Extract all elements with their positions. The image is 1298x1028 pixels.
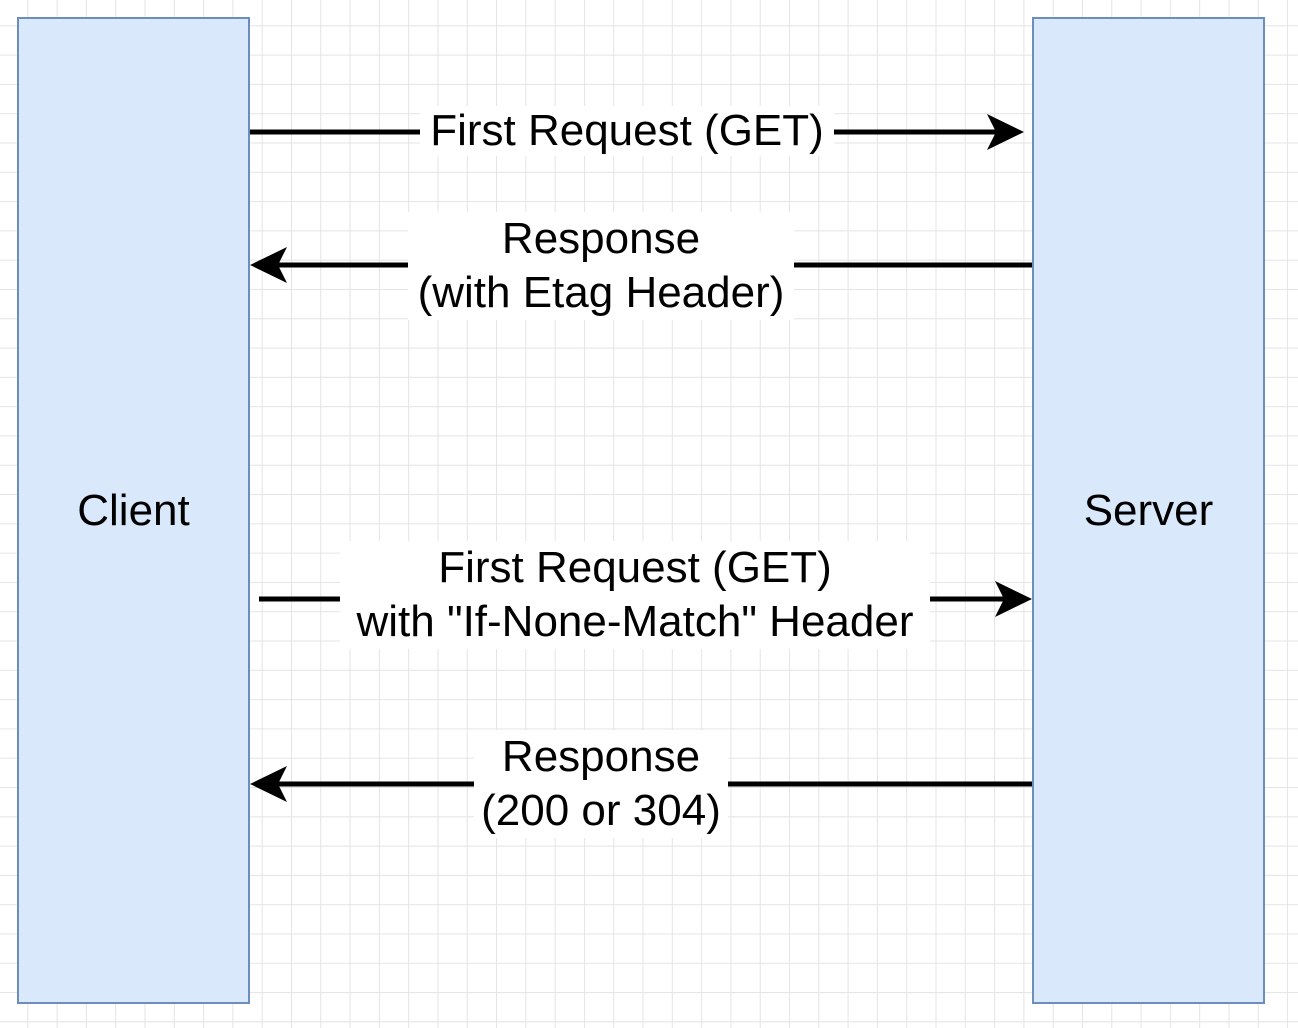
message-label-first-request: First Request (GET): [420, 106, 834, 156]
server-label: Server: [1083, 485, 1214, 535]
message-label-line: Response: [501, 214, 701, 263]
message-label-line: with "If-None-Match" Header: [356, 597, 914, 646]
message-label-response-200-304: Response (200 or 304): [474, 730, 728, 838]
message-label-conditional-request: First Request (GET) with "If-None-Match"…: [340, 541, 930, 649]
message-label-line: (200 or 304): [481, 786, 721, 835]
message-label-response-etag: Response (with Etag Header): [408, 212, 794, 320]
client-label: Client: [77, 485, 190, 535]
client-node[interactable]: Client: [17, 17, 250, 1004]
message-label-line: Response: [501, 732, 701, 781]
message-label-line: (with Etag Header): [417, 268, 785, 317]
message-label-line: First Request (GET): [438, 543, 832, 592]
server-node[interactable]: Server: [1032, 17, 1265, 1004]
message-label-line: First Request (GET): [430, 106, 824, 155]
